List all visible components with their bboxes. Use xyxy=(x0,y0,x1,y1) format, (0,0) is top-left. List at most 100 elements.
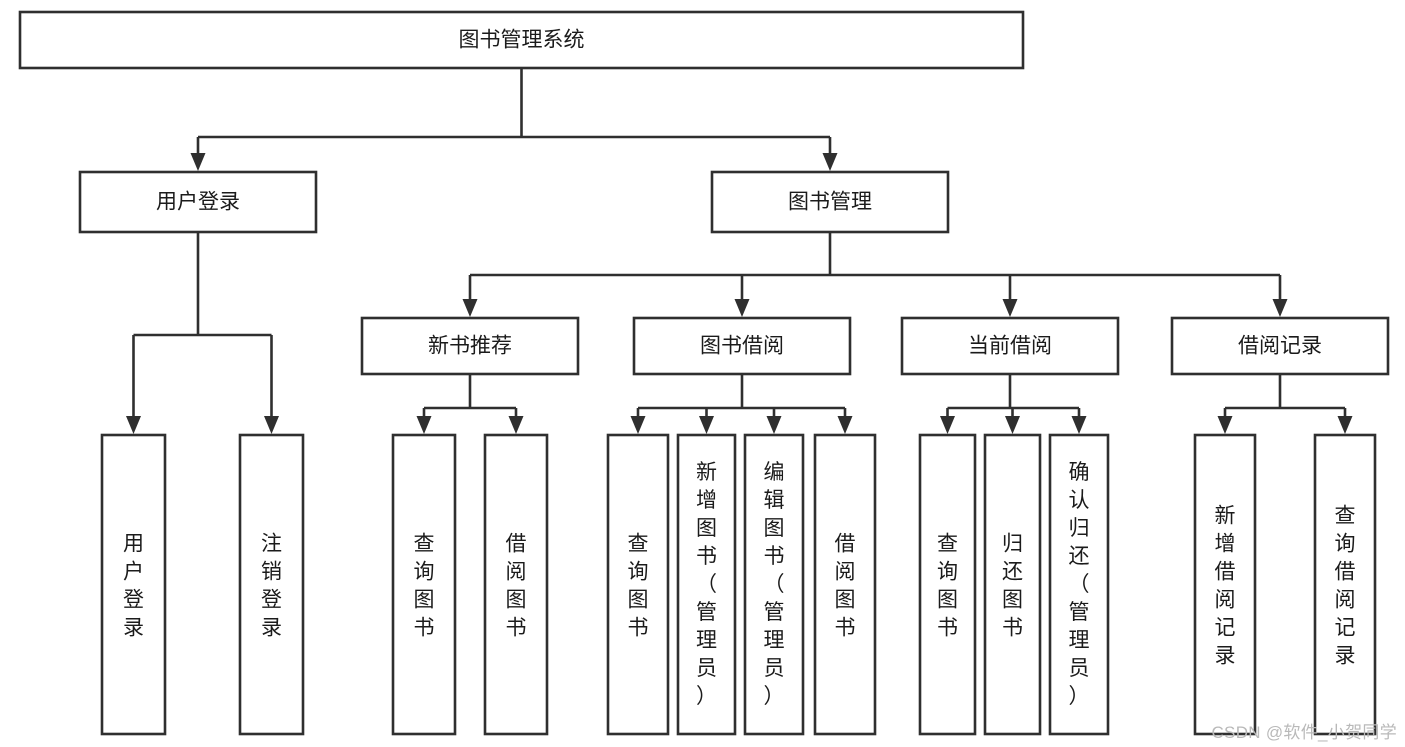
node-borrow-record-box[interactable] xyxy=(1170,316,1390,376)
node-leaf-edit-book-box[interactable] xyxy=(743,433,805,736)
node-leaf-query-book-1-char: 查 xyxy=(414,532,435,555)
node-leaf-add-record-char: 阅 xyxy=(1215,588,1236,611)
node-leaf-add-book-char: 员 xyxy=(696,657,717,680)
node-borrow-record[interactable]: 借阅记录 xyxy=(1170,316,1390,376)
node-leaf-query-book-2-char: 图 xyxy=(628,588,649,611)
node-leaf-edit-book-char: （ xyxy=(764,573,785,596)
connectors-layer xyxy=(126,68,1353,434)
node-leaf-confirm-return-char: 归 xyxy=(1069,517,1090,540)
node-leaf-add-record-char: 新 xyxy=(1215,504,1236,527)
node-leaf-user-login-char: 录 xyxy=(123,616,144,639)
node-book-borrow[interactable]: 图书借阅 xyxy=(632,316,852,376)
node-leaf-return-book-char: 归 xyxy=(1002,532,1023,555)
node-leaf-query-record-char: 询 xyxy=(1335,532,1356,555)
node-leaf-return-book-char: 还 xyxy=(1002,560,1023,583)
connector-group-6 xyxy=(1217,374,1353,434)
node-leaf-query-book-2-char: 询 xyxy=(628,560,649,583)
node-leaf-add-book-box[interactable] xyxy=(676,433,737,736)
node-leaf-query-book-2-char: 书 xyxy=(628,616,649,639)
node-leaf-add-book-char: 增 xyxy=(696,489,717,512)
node-leaf-confirm-return-char: 还 xyxy=(1069,545,1090,568)
node-leaf-query-book-2-box[interactable] xyxy=(606,433,670,736)
csdn-watermark: CSDN @软件_小贺同学 xyxy=(1211,723,1397,742)
node-book-borrow-label: 图书借阅 xyxy=(700,335,784,358)
node-leaf-add-book-char: ） xyxy=(696,685,717,708)
node-leaf-borrow-book-1-box[interactable] xyxy=(483,433,549,736)
node-leaf-borrow-book-1-char: 图 xyxy=(506,588,527,611)
node-new-book-rec[interactable]: 新书推荐 xyxy=(360,316,580,376)
node-leaf-borrow-book-2-char: 借 xyxy=(835,532,856,555)
node-current-borrow-box[interactable] xyxy=(900,316,1120,376)
node-book-manage[interactable]: 图书管理 xyxy=(710,170,950,234)
node-leaf-user-login-box[interactable] xyxy=(100,433,167,736)
node-current-borrow-label: 当前借阅 xyxy=(968,335,1052,358)
node-leaf-add-record-char: 录 xyxy=(1215,644,1236,667)
node-current-borrow[interactable]: 当前借阅 xyxy=(900,316,1120,376)
node-leaf-confirm-return-char: 确 xyxy=(1069,461,1090,484)
node-leaf-query-record-char: 阅 xyxy=(1335,588,1356,611)
connector-group-4 xyxy=(630,374,853,434)
node-leaf-edit-book-char: ） xyxy=(764,685,785,708)
node-user-login-box[interactable] xyxy=(78,170,318,234)
node-leaf-confirm-return-char: 认 xyxy=(1069,489,1090,512)
node-leaf-confirm-return-char: （ xyxy=(1069,573,1090,596)
node-leaf-return-book-char: 书 xyxy=(1002,616,1023,639)
node-book-borrow-box[interactable] xyxy=(632,316,852,376)
node-leaf-return-book-char: 图 xyxy=(1002,588,1023,611)
node-leaf-confirm-return-char: 管 xyxy=(1069,601,1090,624)
node-leaf-confirm-return-char: ） xyxy=(1069,685,1090,708)
node-leaf-borrow-book-1-char: 借 xyxy=(506,532,527,555)
node-leaf-borrow-book-1-char: 书 xyxy=(506,616,527,639)
node-leaf-query-book-1-box[interactable] xyxy=(391,433,457,736)
node-new-book-rec-box[interactable] xyxy=(360,316,580,376)
node-leaf-add-book-char: 新 xyxy=(696,461,717,484)
connector-group-2 xyxy=(126,232,279,434)
node-leaf-query-book-1-char: 书 xyxy=(414,616,435,639)
node-root-system-box[interactable] xyxy=(18,10,1025,70)
node-user-login-label: 用户登录 xyxy=(156,191,240,214)
node-leaf-borrow-book-2-box[interactable] xyxy=(813,433,877,736)
node-leaf-query-record-char: 记 xyxy=(1335,616,1356,639)
node-leaf-user-login-char: 用 xyxy=(123,532,144,555)
node-leaf-add-record-char: 借 xyxy=(1215,560,1236,583)
node-leaf-logout-box[interactable] xyxy=(238,433,305,736)
node-user-login[interactable]: 用户登录 xyxy=(78,170,318,234)
node-leaf-add-book-char: 管 xyxy=(696,601,717,624)
node-leaf-confirm-return-box[interactable] xyxy=(1048,433,1110,736)
node-leaf-add-record-box[interactable] xyxy=(1193,433,1257,736)
node-leaf-return-book-box[interactable] xyxy=(983,433,1042,736)
node-book-manage-box[interactable] xyxy=(710,170,950,234)
node-leaf-borrow-book-2-char: 图 xyxy=(835,588,856,611)
node-leaf-query-record-box[interactable] xyxy=(1313,433,1377,736)
node-leaf-confirm-return-char: 理 xyxy=(1069,629,1090,652)
node-leaf-query-record-char: 录 xyxy=(1335,644,1356,667)
node-leaf-borrow-book-2-char: 阅 xyxy=(835,560,856,583)
connector-group-1 xyxy=(462,232,1288,317)
nodes-layer: 图书管理系统用户登录图书管理新书推荐图书借阅当前借阅借阅记录用户登录注销登录查询… xyxy=(18,10,1390,736)
connector-group-5 xyxy=(940,374,1087,434)
node-leaf-query-book-1-char: 询 xyxy=(414,560,435,583)
node-root-system[interactable]: 图书管理系统 xyxy=(18,10,1025,70)
node-leaf-borrow-book-1-char: 阅 xyxy=(506,560,527,583)
node-leaf-logout-char: 登 xyxy=(261,588,282,611)
node-leaf-edit-book-char: 图 xyxy=(764,517,785,540)
node-leaf-add-book-char: 图 xyxy=(696,517,717,540)
node-leaf-add-book-char: （ xyxy=(696,573,717,596)
node-leaf-query-book-3-box[interactable] xyxy=(918,433,977,736)
node-leaf-add-record-char: 增 xyxy=(1215,532,1236,555)
node-leaf-user-login[interactable]: 用户登录 xyxy=(100,433,167,736)
